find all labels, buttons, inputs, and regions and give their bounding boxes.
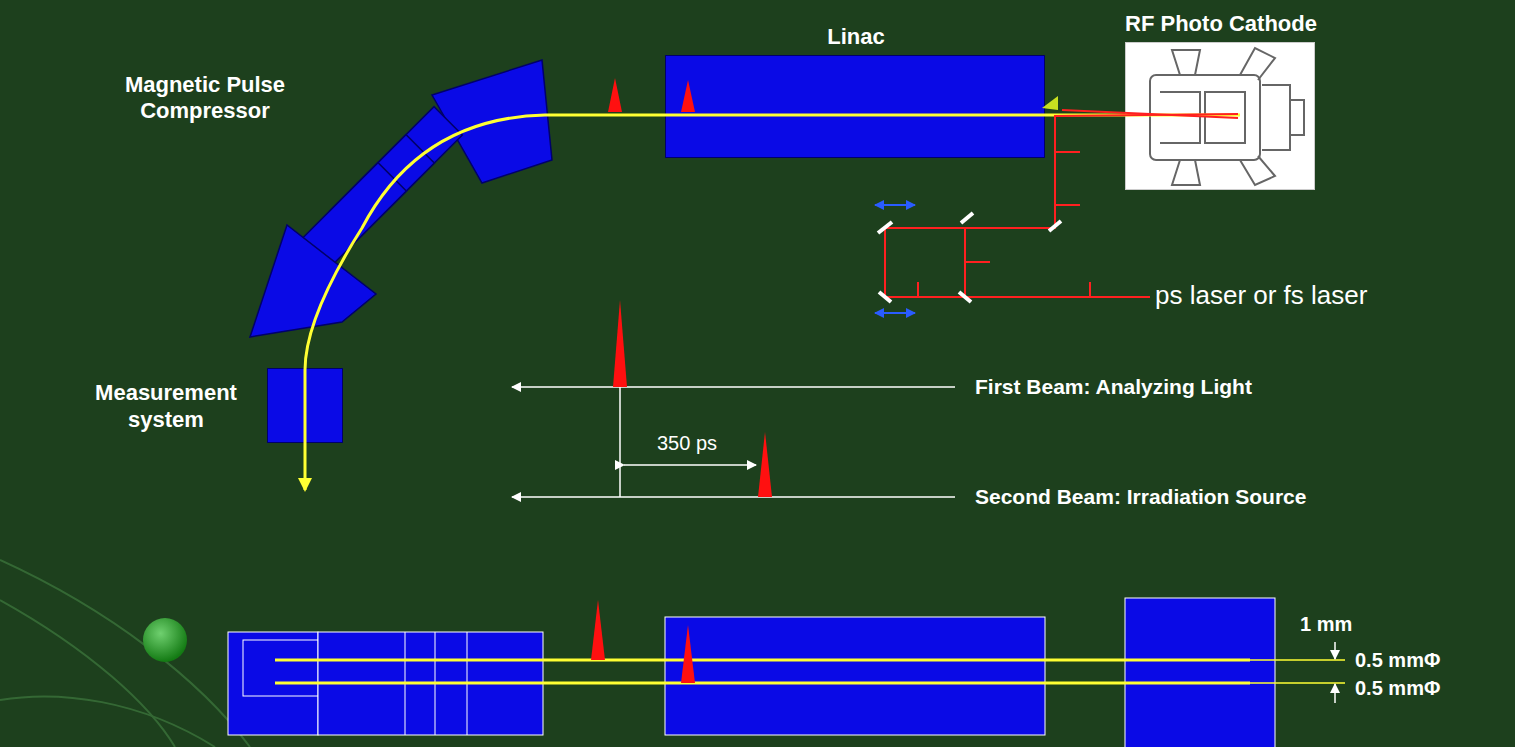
laser-path: [885, 110, 1238, 297]
text-holder: Second Beam: Irradiation Source: [975, 484, 1306, 509]
pulse: [591, 600, 695, 683]
time-interval: 350 ps: [653, 431, 721, 455]
linac-box: Linac: [665, 55, 1045, 158]
beam-label: First Beam: Analyzing Light: [975, 374, 1252, 399]
dimension-arrow: [1334, 642, 1336, 703]
beam-label: Second Beam: Irradiation Source: [975, 484, 1306, 509]
text-holder: 1 mm: [1300, 612, 1352, 636]
side-view-part: [228, 598, 1275, 747]
node-label: Linac: [827, 24, 884, 50]
decor-ball: [143, 618, 187, 662]
pulse: [608, 78, 695, 112]
compressor-magnets: [250, 60, 552, 337]
text-holder: 350 ps: [653, 431, 721, 455]
laser-label: ps laser or fs laser: [1155, 280, 1367, 311]
dimension: 1 mm: [1300, 612, 1352, 636]
text-holder: Linac: [827, 24, 884, 50]
measurement-box: Measurement system: [267, 368, 343, 443]
decor-swoosh: [0, 560, 250, 747]
mirror: [878, 213, 1061, 302]
node-label: Measurement system: [86, 380, 246, 433]
pulse: [613, 300, 772, 497]
text-holder: 0.5 mmΦ: [1355, 648, 1440, 672]
node-label: RF Photo Cathode: [1125, 11, 1317, 37]
mirror: [1042, 96, 1058, 110]
text-holder: Measurement system: [86, 380, 246, 433]
text-holder: Magnetic Pulse Compressor: [105, 72, 305, 125]
text-holder: 0.5 mmΦ: [1355, 676, 1440, 700]
text-holder: ps laser or fs laser: [1155, 280, 1367, 311]
text-holder: First Beam: Analyzing Light: [975, 374, 1252, 399]
dimension: 0.5 mmΦ: [1355, 648, 1440, 672]
component-label: Magnetic Pulse Compressor: [105, 72, 305, 125]
text-holder: RF Photo Cathode: [1125, 11, 1317, 37]
dimension: 0.5 mmΦ: [1355, 676, 1440, 700]
cathode-image: RF Photo Cathode: [1125, 42, 1315, 190]
delay-stage-arrow: [875, 205, 915, 313]
beam-side-view: [275, 660, 1345, 683]
time-axis: [512, 387, 955, 497]
cathode-drawing: [1150, 48, 1304, 185]
electron-beam: [305, 115, 1240, 490]
